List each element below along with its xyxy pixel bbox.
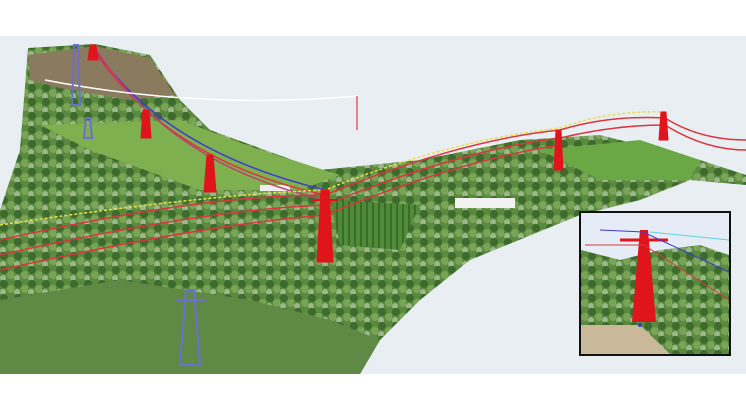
tower-icon: [316, 189, 334, 263]
red-towers: [87, 44, 669, 263]
tower-icon: [178, 289, 202, 366]
building: [455, 198, 515, 208]
tower-icon: [632, 230, 656, 322]
tower-icon: [140, 109, 152, 139]
conductors: [0, 44, 746, 271]
cliff-top: [28, 46, 175, 100]
blue-towers: [70, 44, 206, 366]
tower-icon: [82, 117, 94, 139]
right-field: [540, 140, 700, 180]
top-band: [0, 0, 746, 36]
tower-icon: [70, 44, 82, 106]
building: [260, 185, 290, 191]
tower-icon: [553, 129, 564, 171]
tower-icon: [658, 111, 669, 141]
vineyard: [330, 200, 420, 250]
inset-detail-view: [579, 211, 731, 356]
tower-icon: [87, 44, 99, 61]
tower-icon: [203, 154, 217, 193]
lower-terrain: [0, 280, 380, 374]
bottom-band: [0, 374, 746, 419]
